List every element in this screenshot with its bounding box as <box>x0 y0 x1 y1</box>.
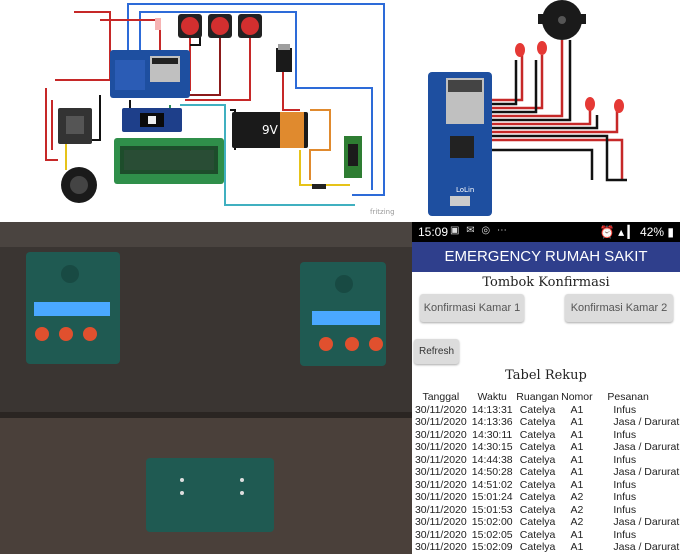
table-cell: A1 <box>570 416 584 429</box>
confirm-room-2-button[interactable]: Konfirmasi Kamar 2 <box>565 294 673 322</box>
column-header: Nomor <box>561 391 593 404</box>
table-cell: Jasa / Darurat <box>613 416 680 429</box>
table-cell: 15:02:05 <box>471 528 513 541</box>
table-cell: 15:02:00 <box>471 516 513 529</box>
table-cell: Catelya <box>519 428 556 441</box>
table-row: 30/11/2020 14:50:28 Catelya A1 Jasa / Darura… <box>412 466 680 479</box>
table-cell: 14:44:38 <box>471 453 513 466</box>
table-cell: A2 <box>570 491 584 504</box>
table-cell: Jasa / Darurat <box>613 466 680 479</box>
column-header: Tanggal <box>422 391 460 404</box>
table-header-row: Tanggal Waktu Ruangan Nomor Pesanan <box>412 391 680 404</box>
table-cell: Catelya <box>519 516 556 529</box>
table-cell: Catelya <box>519 403 556 416</box>
notification-icons: ▣ ✉ ◎ ⋯ <box>450 225 509 236</box>
table-row: 30/11/2020 14:13:36 Catelya A1 Jasa / Darura… <box>412 416 680 429</box>
table-cell: Infus <box>613 491 637 504</box>
refresh-button[interactable]: Refresh <box>414 339 459 364</box>
app-title: EMERGENCY RUMAH SAKIT <box>412 242 680 272</box>
table-cell: Catelya <box>519 453 556 466</box>
table-cell: A1 <box>570 528 584 541</box>
table-cell: 15:02:09 <box>471 541 513 554</box>
table-row: 30/11/2020 15:02:05 Catelya A1 Infus <box>412 529 680 542</box>
table-cell: A1 <box>570 403 584 416</box>
table-cell: 30/11/2020 <box>414 516 467 529</box>
table-cell: Jasa / Darurat <box>613 441 680 454</box>
table-cell: 14:30:11 <box>472 428 513 441</box>
table-row: 30/11/2020 14:51:02 Catelya A1 Infus <box>412 479 680 492</box>
table-cell: 14:30:15 <box>471 441 513 454</box>
confirm-section-title: Tombok Konfirmasi <box>482 275 610 290</box>
table-cell: Jasa / Darurat <box>613 541 680 554</box>
table-row: 30/11/2020 15:01:24 Catelya A2 Infus <box>412 491 680 504</box>
table-cell: 30/11/2020 <box>414 491 467 504</box>
table-cell: 30/11/2020 <box>414 428 467 441</box>
table-title: Tabel Rekup <box>505 368 587 383</box>
table-cell: Catelya <box>519 441 556 454</box>
table-cell: 30/11/2020 <box>414 403 467 416</box>
table-cell: Infus <box>613 403 637 416</box>
device-station <box>146 458 274 532</box>
table-cell: Catelya <box>519 503 556 516</box>
table-cell: 30/11/2020 <box>414 528 467 541</box>
battery-label: 9V <box>262 123 279 137</box>
table-cell: Catelya <box>519 466 556 479</box>
device-room-2 <box>300 262 386 366</box>
table-row: 30/11/2020 14:30:11 Catelya A1 Infus <box>412 429 680 442</box>
table-cell: 30/11/2020 <box>414 478 467 491</box>
table-row: 30/11/2020 15:01:53 Catelya A2 Infus <box>412 504 680 517</box>
table-cell: A1 <box>570 478 584 491</box>
table-cell: 14:13:31 <box>471 403 513 416</box>
table-cell: A2 <box>570 516 584 529</box>
table-cell: A2 <box>570 503 584 516</box>
table-cell: A1 <box>570 428 584 441</box>
table-cell: Infus <box>613 528 637 541</box>
table-cell: 30/11/2020 <box>414 466 467 479</box>
recap-table: Tanggal Waktu Ruangan Nomor Pesanan 30/1… <box>412 391 680 554</box>
table-cell: Infus <box>613 503 637 516</box>
table-cell: 15:01:53 <box>471 503 513 516</box>
table-cell: Jasa / Darurat <box>613 516 680 529</box>
table-cell: 14:51:02 <box>471 478 513 491</box>
table-row: 30/11/2020 15:02:00 Catelya A2 Jasa / Darura… <box>412 516 680 529</box>
table-cell: A1 <box>570 453 584 466</box>
status-battery: ⏰ ▴ ▎ 42% ▮ <box>599 225 674 239</box>
board-label: LoLin <box>456 186 474 194</box>
table-cell: A1 <box>570 466 584 479</box>
table-row: 30/11/2020 15:02:09 Catelya A1 Jasa / Darura… <box>412 541 680 554</box>
table-cell: 30/11/2020 <box>414 453 467 466</box>
table-cell: A1 <box>570 541 584 554</box>
table-cell: Catelya <box>519 528 556 541</box>
table-cell: 30/11/2020 <box>414 503 467 516</box>
confirm-room-1-button[interactable]: Konfirmasi Kamar 1 <box>420 294 524 322</box>
table-row: 30/11/2020 14:44:38 Catelya A1 Infus <box>412 454 680 467</box>
table-row: 30/11/2020 14:13:31 Catelya A1 Infus <box>412 404 680 417</box>
fritzing-watermark: fritzing <box>370 208 395 216</box>
table-cell: 14:50:28 <box>471 466 513 479</box>
phone-app-screen: 15:09 ▣ ✉ ◎ ⋯ ⏰ ▴ ▎ 42% ▮ EMERGENCY RUMA… <box>412 222 680 554</box>
table-cell: Catelya <box>519 541 556 554</box>
status-time: 15:09 <box>418 225 449 239</box>
fritzing-wiring-diagram: 9V fritzing <box>0 0 412 222</box>
device-photo <box>0 222 412 554</box>
table-cell: Catelya <box>519 416 556 429</box>
table-cell: Infus <box>613 478 637 491</box>
column-header: Waktu <box>477 391 507 404</box>
schematic-diagram: LoLin <box>412 0 680 222</box>
table-cell: A1 <box>570 441 584 454</box>
table-row: 30/11/2020 14:30:15 Catelya A1 Jasa / Darura… <box>412 441 680 454</box>
table-cell: 30/11/2020 <box>414 541 467 554</box>
device-room-1 <box>26 252 120 364</box>
table-cell: Infus <box>613 428 637 441</box>
table-cell: 30/11/2020 <box>414 441 467 454</box>
table-cell: 15:01:24 <box>471 491 513 504</box>
table-cell: Catelya <box>519 491 556 504</box>
table-cell: 14:13:36 <box>471 416 513 429</box>
table-cell: 30/11/2020 <box>414 416 467 429</box>
column-header: Ruangan <box>516 391 559 404</box>
column-header: Pesanan <box>607 391 649 404</box>
status-bar: 15:09 ▣ ✉ ◎ ⋯ ⏰ ▴ ▎ 42% ▮ <box>412 222 680 242</box>
table-cell: Infus <box>613 453 637 466</box>
table-cell: Catelya <box>519 478 556 491</box>
